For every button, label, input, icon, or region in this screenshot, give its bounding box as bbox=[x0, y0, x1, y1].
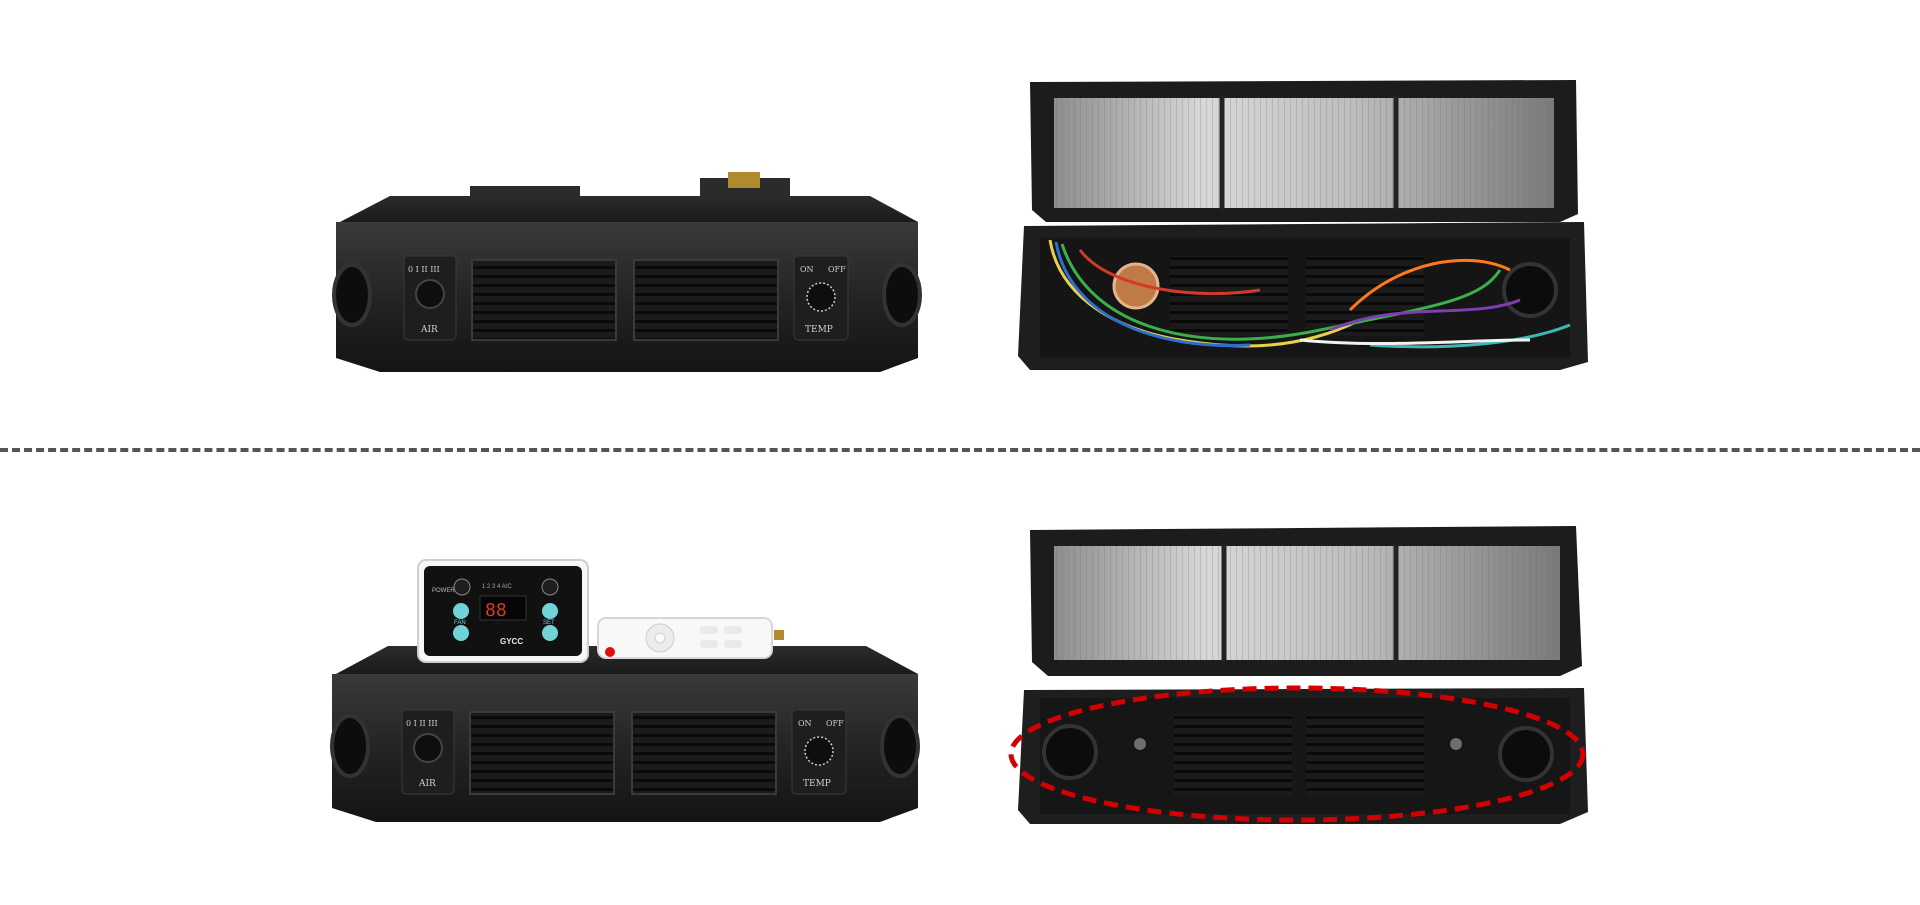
air-outlet-grille-left bbox=[469, 711, 615, 795]
air-knob-marks: 0 I II III bbox=[408, 265, 440, 274]
temp-on-label: ON bbox=[800, 265, 814, 274]
side-vent-left-icon bbox=[332, 263, 372, 327]
unit-front-view-with-controller: 0 I II III AIR ON OFF TEMP POWER 1 2 3 4… bbox=[330, 559, 920, 822]
air-knob[interactable] bbox=[415, 279, 445, 309]
air-knob-marks: 0 I II III bbox=[406, 719, 438, 728]
fan-down-button[interactable] bbox=[453, 625, 469, 641]
temp-knob-label: TEMP bbox=[803, 779, 831, 789]
temperature-display: 88 bbox=[485, 600, 507, 621]
wired-controller: POWER 1 2 3 4 A/C 88 FAN SET GYCC bbox=[417, 559, 589, 663]
power-label: POWER bbox=[432, 588, 455, 594]
air-knob[interactable] bbox=[413, 733, 443, 763]
fan-up-button[interactable] bbox=[453, 603, 469, 619]
set-down-button[interactable] bbox=[542, 625, 558, 641]
unit-open-wiring-view bbox=[1018, 80, 1588, 370]
air-knob-label: AIR bbox=[418, 779, 436, 789]
air-outlet-grille-right bbox=[631, 711, 777, 795]
set-label: SET bbox=[543, 620, 555, 626]
brand-logo: GYCC bbox=[500, 637, 523, 646]
snowflake-icon[interactable] bbox=[541, 578, 559, 596]
unit-open-clean-view bbox=[1008, 526, 1588, 824]
fan-label: FAN bbox=[454, 620, 466, 626]
set-up-button[interactable] bbox=[542, 603, 558, 619]
temp-knob-label: TEMP bbox=[805, 325, 833, 335]
remote-control bbox=[597, 617, 784, 659]
temp-knob[interactable] bbox=[806, 282, 836, 312]
side-vent-left-icon bbox=[330, 714, 370, 778]
temp-off-label: OFF bbox=[828, 265, 846, 274]
side-vent-right-icon bbox=[882, 263, 922, 327]
dashed-divider bbox=[0, 448, 1920, 452]
highlight-ellipse bbox=[1008, 685, 1586, 823]
blower-right-icon bbox=[1498, 726, 1554, 782]
temp-knob[interactable] bbox=[804, 736, 834, 766]
fan-mode-icon[interactable] bbox=[453, 578, 471, 596]
thermostat-component bbox=[1112, 262, 1160, 310]
air-knob-label: AIR bbox=[420, 325, 438, 335]
air-outlet-grille-right bbox=[633, 259, 779, 341]
blower-left-icon bbox=[1042, 724, 1098, 780]
unit-front-view-top: 0 I II III AIR ON OFF TEMP bbox=[332, 172, 922, 372]
temp-off-label: OFF bbox=[826, 719, 844, 728]
power-button-icon[interactable] bbox=[605, 647, 615, 657]
temp-on-label: ON bbox=[798, 719, 812, 728]
fan-levels: 1 2 3 4 A/C bbox=[482, 584, 512, 590]
air-outlet-grille-left bbox=[471, 259, 617, 341]
side-vent-right-icon bbox=[880, 714, 920, 778]
